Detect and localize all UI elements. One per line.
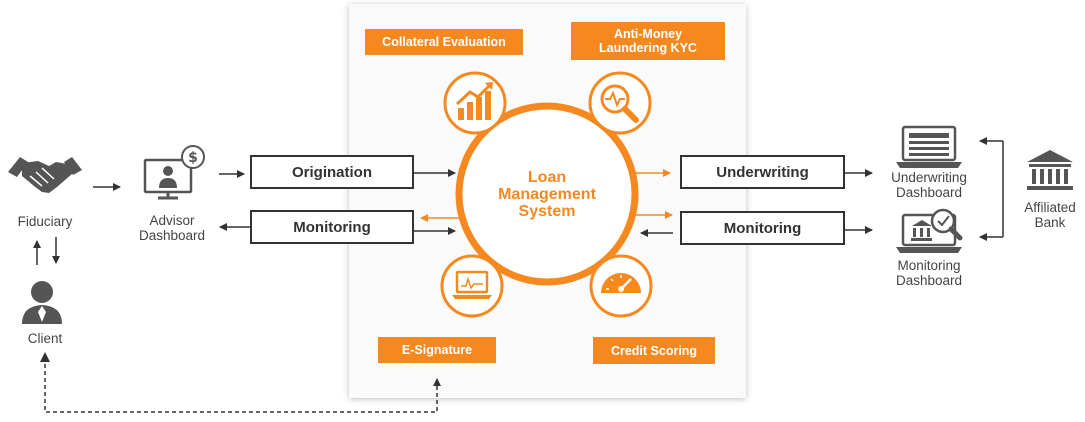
- fiduciary-label: Fiduciary: [17, 214, 73, 229]
- loan-system-line2: Management: [498, 186, 596, 203]
- advisor-line1: Advisor: [149, 213, 195, 228]
- loan-system-line1: Loan: [527, 169, 567, 186]
- svg-text:$: $: [188, 150, 198, 166]
- mon-dashboard-line1: Monitoring: [897, 258, 961, 273]
- aml-kyc-line2: Laundering KYC: [599, 41, 697, 55]
- laptop-signature-icon: [440, 254, 504, 318]
- monitoring-left-box: Monitoring: [250, 210, 414, 244]
- speedometer-icon: [589, 254, 653, 318]
- laptop-bank-magnifier-icon: [896, 208, 963, 253]
- underwriting-dashboard-label: Underwriting Dashboard: [874, 170, 984, 200]
- underwriting-box: Underwriting: [680, 155, 845, 189]
- mon-dashboard-line2: Dashboard: [895, 273, 963, 288]
- affiliated-bank-label: Affiliated Bank: [1015, 200, 1085, 230]
- uw-dashboard-line1: Underwriting: [891, 170, 967, 185]
- advisor-dashboard-label: Advisor Dashboard: [122, 213, 222, 243]
- loan-system-line3: System: [518, 203, 576, 220]
- monitoring-dashboard-label: Monitoring Dashboard: [874, 258, 984, 288]
- collateral-evaluation-tag: Collateral Evaluation: [365, 29, 523, 55]
- aml-kyc-tag: Anti-Money Laundering KYC: [571, 22, 725, 60]
- growth-chart-icon: [443, 71, 507, 135]
- loan-system-circle: [455, 102, 639, 286]
- origination-box: Origination: [250, 155, 414, 189]
- advisor-monitor-icon: $: [143, 145, 205, 200]
- magnifier-pulse-icon: [588, 71, 652, 135]
- bank-line1: Affiliated: [1024, 200, 1076, 215]
- bank-line2: Bank: [1034, 215, 1066, 230]
- aml-kyc-line1: Anti-Money: [613, 27, 683, 41]
- esignature-tag: E-Signature: [378, 337, 496, 363]
- client-label: Client: [27, 331, 63, 346]
- advisor-line2: Dashboard: [138, 228, 206, 243]
- handshake-icon: [8, 157, 82, 193]
- loan-system-title: Loan Management System: [480, 169, 614, 220]
- monitoring-right-box: Monitoring: [680, 211, 845, 245]
- person-icon: [22, 281, 62, 324]
- uw-dashboard-line2: Dashboard: [895, 185, 963, 200]
- laptop-dashboard-icon: [896, 125, 962, 168]
- credit-scoring-tag: Credit Scoring: [593, 337, 715, 364]
- bank-icon: [1027, 150, 1073, 190]
